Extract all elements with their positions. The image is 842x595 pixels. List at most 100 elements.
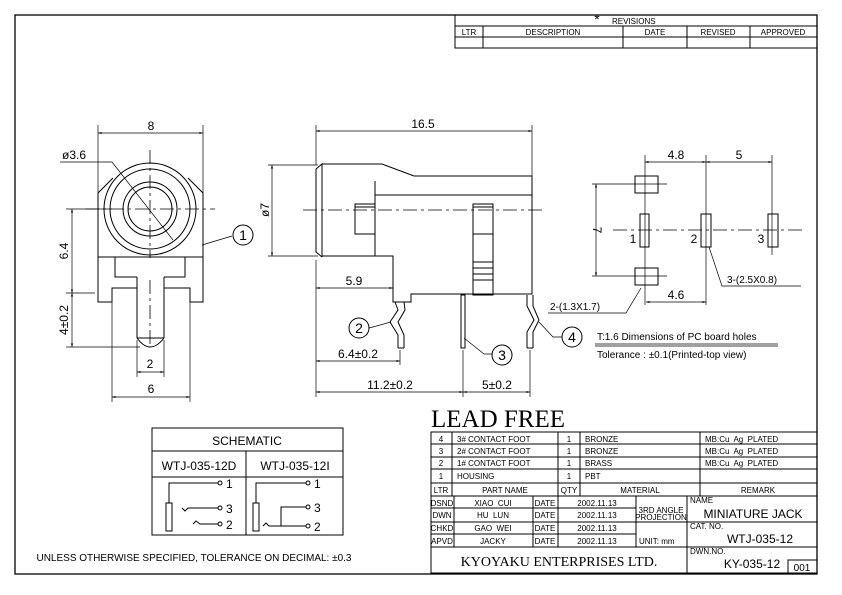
- bom-header-remark: REMARK: [741, 486, 776, 495]
- projection-line-2: PROJECTION: [635, 513, 687, 522]
- bom-ltr: 2: [439, 459, 444, 468]
- bom-material: PBT: [585, 472, 601, 481]
- dim-pin-width: 2: [147, 357, 154, 371]
- unit-label: UNIT: mm: [639, 537, 675, 546]
- signoff-name: GAO WEI: [474, 524, 511, 533]
- rev-header-revised: REVISED: [700, 28, 735, 37]
- signoff-name: JACKY: [480, 537, 506, 546]
- bom-remark: MB:Cu Ag PLATED: [705, 435, 778, 444]
- bom-part: 2# CONTACT FOOT: [457, 447, 531, 456]
- bom-material: BRONZE: [585, 435, 618, 444]
- rev-header-date: DATE: [645, 28, 666, 37]
- bom-part: 1# CONTACT FOOT: [457, 459, 531, 468]
- sheet-frame: [14, 14, 818, 575]
- cat-no-label: CAT. NO.: [690, 522, 723, 531]
- schematic-d-pin-3: 3: [226, 502, 233, 516]
- schematic-d-pin-1: 1: [226, 477, 233, 491]
- projection-line-1: 3RD ANGLE: [639, 506, 684, 515]
- bom-ltr: 1: [439, 472, 444, 481]
- lead-free-label: LEAD FREE: [431, 406, 565, 433]
- schematic-i-pin-2: 2: [314, 520, 321, 534]
- signoff-date: 2002.11.13: [577, 511, 617, 520]
- bom-remark: MB:Cu Ag PLATED: [705, 459, 778, 468]
- bom-header-qty: QTY: [561, 486, 578, 495]
- bom-material: BRASS: [585, 459, 612, 468]
- dim-4-6: 4.6: [668, 288, 685, 302]
- bom-qty: 1: [567, 472, 572, 481]
- signoff-role: DWN: [432, 511, 451, 520]
- signoff-name: HU LUN: [477, 511, 509, 520]
- balloon-1: [232, 224, 254, 246]
- signoff-role: APVD: [431, 537, 453, 546]
- bom-ltr: 3: [439, 447, 444, 456]
- bom-header-ltr: LTR: [434, 486, 449, 495]
- dim-length: 16.5: [411, 117, 435, 131]
- hole-spec-mount: 2-(1.3X1.7): [550, 302, 600, 313]
- signoff-date-label: DATE: [535, 499, 556, 508]
- pcb-layout-view: 4.8 5 7 1 2 3 4.6 2-(1.3X1.7) 3-(2.5X0.8…: [548, 148, 806, 361]
- signoff-date: 2002.11.13: [577, 537, 617, 546]
- balloon-3: [491, 344, 513, 366]
- dim-pin-length: 4±0.2: [57, 305, 71, 335]
- balloon-4: [561, 326, 583, 348]
- schematic-i-pin-3: 3: [314, 501, 321, 515]
- pad-2: [700, 213, 712, 248]
- signoff-date: 2002.11.13: [577, 499, 617, 508]
- dim-base-width: 6: [148, 382, 155, 396]
- dim-dia: ø7: [258, 203, 272, 217]
- side-view: 16.5 ø7 5.9 6.4±0.2 11.2±0.2 5±0.2: [258, 117, 583, 397]
- bom-qty: 1: [567, 447, 572, 456]
- tolerance-note: UNLESS OTHERWISE SPECIFIED, TOLERANCE ON…: [36, 553, 351, 564]
- schematic-d-pin-2: 2: [226, 518, 233, 532]
- part-name: MINIATURE JACK: [703, 507, 802, 521]
- pcb-note-tolerance: Tolerance : ±0.1(Printed-top view): [597, 350, 746, 361]
- title-block: 4 3# CONTACT FOOT 1 BRONZE MB:Cu Ag PLAT…: [430, 431, 818, 574]
- bom-part: 3# CONTACT FOOT: [457, 435, 531, 444]
- pad-label-1: 1: [630, 232, 637, 246]
- schematic-model-i: WTJ-035-12I: [260, 459, 329, 473]
- bom-header-material: MATERIAL: [620, 486, 660, 495]
- signoff-date-label: DATE: [535, 511, 556, 520]
- dim-4-8: 4.8: [668, 148, 685, 162]
- schematic-model-d: WTJ-035-12D: [162, 459, 237, 473]
- signoff-date: 2002.11.13: [577, 524, 617, 533]
- asterisk-icon: *: [594, 11, 600, 27]
- balloon-3-label: 3: [498, 347, 506, 363]
- pad-label-2: 2: [691, 232, 698, 246]
- signoff-date-label: DATE: [535, 524, 556, 533]
- bom-remark: MB:Cu Ag PLATED: [705, 447, 778, 456]
- rev-header-approved: APPROVED: [761, 28, 806, 37]
- schematic-i-pin-1: 1: [314, 477, 321, 491]
- dim-7: 7: [590, 227, 604, 234]
- pcb-note-dimensions: T:1.6 Dimensions of PC board holes: [597, 332, 757, 343]
- cat-no: WTJ-035-12: [727, 532, 793, 546]
- balloon-4-label: 4: [568, 329, 576, 345]
- balloon-1-label: 1: [239, 227, 247, 243]
- dim-5: 5±0.2: [482, 378, 512, 392]
- dwn-no: KY-035-12: [724, 557, 781, 571]
- bom-part: HOUSING: [457, 472, 494, 481]
- schematic-box: SCHEMATIC WTJ-035-12D WTJ-035-12I 1 3 2 …: [151, 427, 344, 536]
- revisions-table: * REVISIONS LTR DESCRIPTION DATE REVISED…: [454, 11, 818, 49]
- bom-header-part: PART NAME: [482, 486, 528, 495]
- revisions-title: REVISIONS: [612, 17, 656, 26]
- dim-5-pitch: 5: [736, 148, 743, 162]
- balloon-2: [348, 317, 370, 339]
- name-label: NAME: [690, 496, 713, 505]
- pad-1: [639, 213, 650, 248]
- bom-ltr: 4: [439, 435, 444, 444]
- pad-3: [767, 213, 779, 248]
- company-name: KYOYAKU ENTERPRISES LTD.: [461, 555, 658, 570]
- dwn-no-label: DWN.NO.: [690, 547, 726, 556]
- signoff-role: CHKD: [431, 524, 454, 533]
- balloon-2-label: 2: [355, 320, 363, 336]
- bom-material: BRONZE: [585, 447, 618, 456]
- hole-spec-pads: 3-(2.5X0.8): [727, 275, 777, 286]
- front-view: 8 2 6 6.4 4±0.2 ø3.6 1: [57, 119, 254, 402]
- dim-center-height: 6.4: [57, 242, 71, 259]
- bom-qty: 1: [567, 459, 572, 468]
- signoff-date-label: DATE: [535, 537, 556, 546]
- dim-5-9: 5.9: [346, 274, 363, 288]
- dim-width: 8: [148, 119, 155, 133]
